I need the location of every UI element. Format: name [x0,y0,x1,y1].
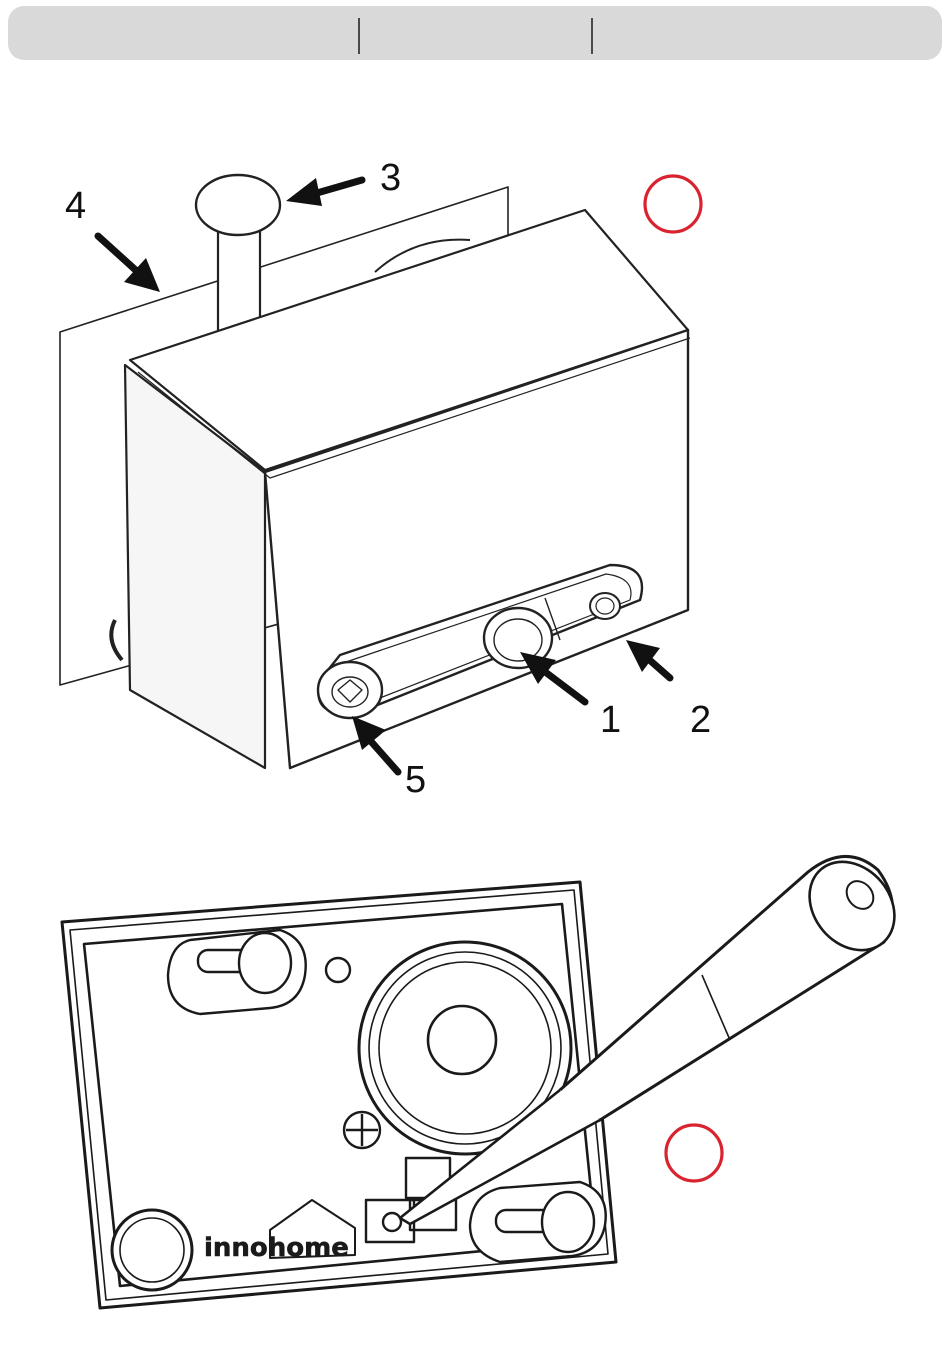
mount-hole-bottom-left [112,1210,192,1290]
innohome-logo: innohome [204,1233,349,1263]
speaker-center [428,1006,496,1074]
step-marker-bottom [666,1125,722,1181]
